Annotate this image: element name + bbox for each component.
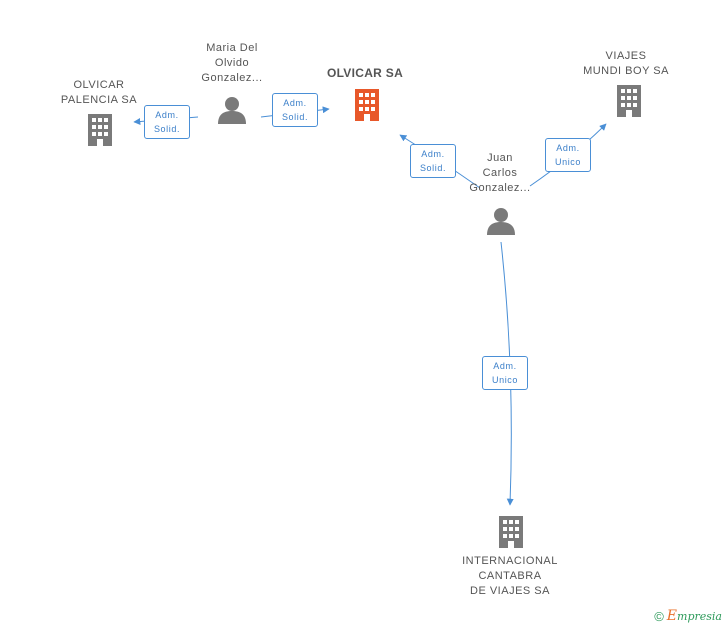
edge-label-juan-to-olvicar[interactable]: Adm. Solid.	[410, 144, 456, 178]
footer-brand: © Empresia	[654, 608, 722, 624]
node-label-maria-del-olvido[interactable]: Maria Del Olvido Gonzalez...	[201, 42, 263, 84]
company-building-icon-viajes-mundi-boy[interactable]	[617, 85, 641, 117]
company-building-icon-olvicar-sa[interactable]	[355, 89, 379, 121]
edge-label-juan-to-cantabra[interactable]: Adm. Unico	[482, 356, 528, 390]
node-label-internacional-cantabra[interactable]: INTERNACIONAL CANTABRA DE VIAJES SA	[462, 555, 558, 597]
company-building-icon-olvicar-palencia[interactable]	[88, 114, 112, 146]
brand-logo[interactable]: Empresia	[666, 608, 722, 624]
edge-label-maria-to-palencia[interactable]: Adm. Solid.	[144, 105, 190, 139]
company-building-icon-internacional-cantabra[interactable]	[499, 516, 523, 548]
person-icon-maria-del-olvido[interactable]	[218, 97, 246, 124]
node-label-viajes-mundi-boy[interactable]: VIAJES MUNDI BOY SA	[583, 50, 669, 77]
edge-label-maria-to-olvicar[interactable]: Adm. Solid.	[272, 93, 318, 127]
node-label-olvicar-palencia[interactable]: OLVICAR PALENCIA SA	[60, 79, 138, 106]
person-icon-juan-carlos[interactable]	[487, 208, 515, 235]
edge-label-juan-to-mundi[interactable]: Adm. Unico	[545, 138, 591, 172]
node-label-juan-carlos[interactable]: Juan Carlos Gonzalez...	[469, 152, 531, 194]
copyright-symbol: ©	[654, 608, 664, 624]
node-label-olvicar-sa[interactable]: OLVICAR SA	[326, 66, 404, 80]
